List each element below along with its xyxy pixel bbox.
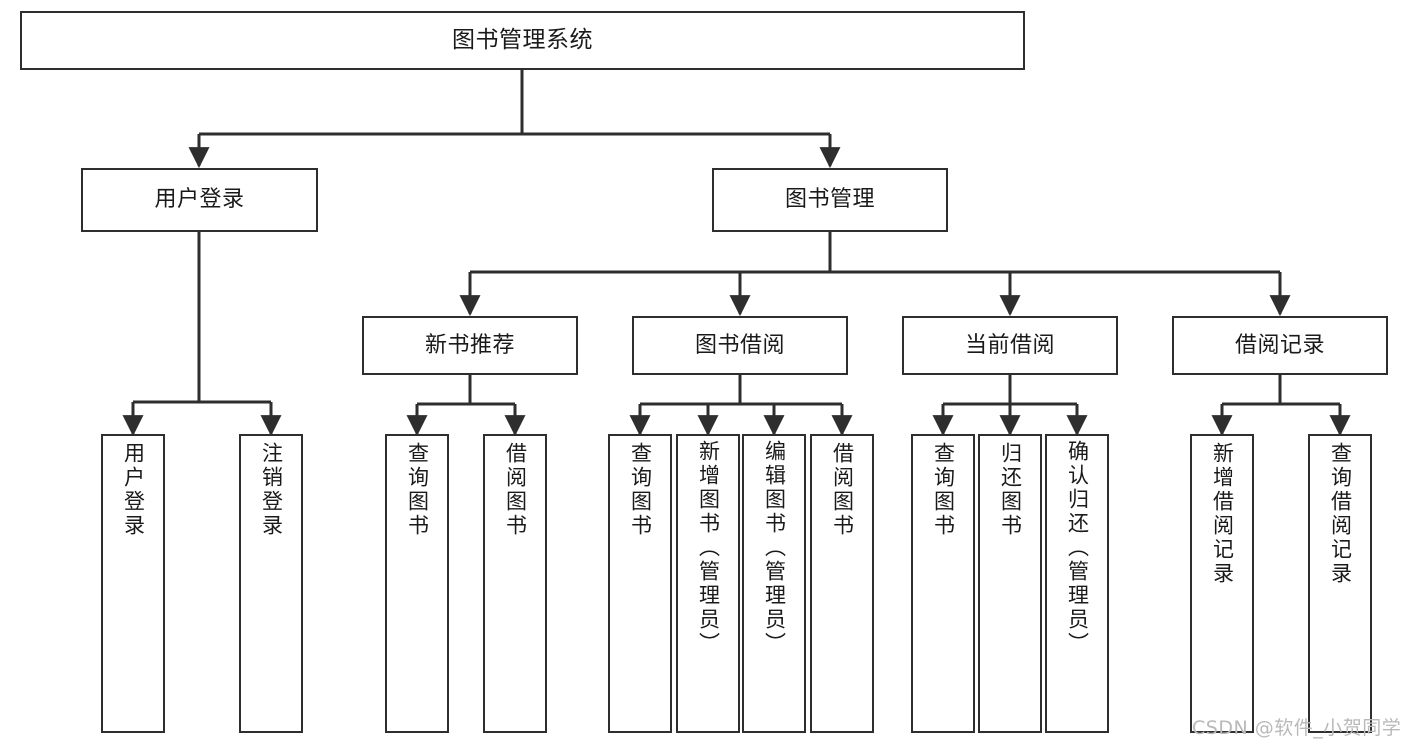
csdn-watermark: CSDN @软件_小贺同学 [1192,713,1401,740]
leaf-book-borrow-add-book-label: 新增图书（管理员） [696,440,721,656]
leaf-book-borrow-query-book-label: 查询图书 [628,442,653,538]
node-book-borrow-label: 图书借阅 [694,332,785,358]
node-borrow-record[interactable]: 借阅记录 [1172,316,1388,375]
node-book-management-label: 图书管理 [784,187,875,213]
leaf-book-borrow-borrow-book[interactable]: 借阅图书 [810,434,874,733]
leaf-new-book-query-book[interactable]: 查询图书 [385,434,449,733]
leaf-user-login-logout-label: 注销登录 [259,442,284,538]
leaf-book-borrow-add-book[interactable]: 新增图书（管理员） [676,434,740,733]
node-current-borrow-label: 当前借阅 [964,332,1055,358]
node-new-book-recommend-label: 新书推荐 [424,332,515,358]
csdn-watermark-text: CSDN @软件_小贺同学 [1192,717,1402,739]
node-root-book-management-system[interactable]: 图书管理系统 [20,11,1025,70]
leaf-book-borrow-borrow-book-label: 借阅图书 [830,442,855,538]
leaf-borrow-record-add-record[interactable]: 新增借阅记录 [1190,434,1254,733]
leaf-user-login-login[interactable]: 用户登录 [101,434,165,733]
leaf-book-borrow-edit-book[interactable]: 编辑图书（管理员） [742,434,806,733]
leaf-current-borrow-confirm-return-label: 确认归还（管理员） [1065,440,1090,656]
leaf-current-borrow-return-book-label: 归还图书 [998,442,1023,538]
leaf-new-book-query-book-label: 查询图书 [405,442,430,538]
leaf-user-login-login-label: 用户登录 [121,442,146,538]
leaf-borrow-record-add-record-label: 新增借阅记录 [1210,442,1235,586]
leaf-new-book-borrow-book-label: 借阅图书 [503,442,528,538]
leaf-current-borrow-confirm-return[interactable]: 确认归还（管理员） [1045,434,1109,733]
node-user-login-label: 用户登录 [154,187,245,213]
leaf-current-borrow-query-book[interactable]: 查询图书 [911,434,975,733]
leaf-user-login-logout[interactable]: 注销登录 [239,434,303,733]
leaf-borrow-record-query-record-label: 查询借阅记录 [1328,442,1353,586]
node-new-book-recommend[interactable]: 新书推荐 [362,316,578,375]
leaf-new-book-borrow-book[interactable]: 借阅图书 [483,434,547,733]
leaf-current-borrow-return-book[interactable]: 归还图书 [978,434,1042,733]
node-book-borrow[interactable]: 图书借阅 [632,316,848,375]
node-borrow-record-label: 借阅记录 [1234,332,1325,358]
node-root-label: 图书管理系统 [452,26,593,53]
leaf-book-borrow-edit-book-label: 编辑图书（管理员） [762,440,787,656]
node-book-management[interactable]: 图书管理 [712,168,948,232]
leaf-current-borrow-query-book-label: 查询图书 [931,442,956,538]
node-user-login[interactable]: 用户登录 [81,168,318,232]
node-current-borrow[interactable]: 当前借阅 [902,316,1118,375]
leaf-book-borrow-query-book[interactable]: 查询图书 [608,434,672,733]
leaf-borrow-record-query-record[interactable]: 查询借阅记录 [1308,434,1372,733]
